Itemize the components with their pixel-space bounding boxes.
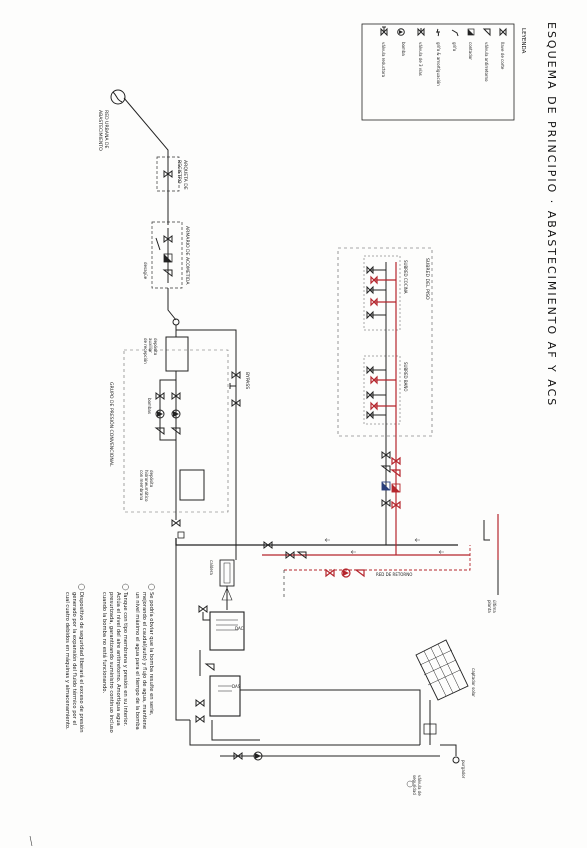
hidroneumatico-label: depósito xyxy=(149,470,154,488)
note-1-line-3: un nivel máximo el agua para el tiempo d… xyxy=(134,592,141,730)
hidroneumatico-label-2: hidroneumático xyxy=(144,470,149,502)
legend-item-bomba: bomba xyxy=(397,28,406,56)
red-retorno-label: RED DE RETORNO xyxy=(376,572,412,577)
distribution-mains xyxy=(175,538,470,746)
arqueta-registro: ARQUETA DE REGISTRO xyxy=(156,156,188,192)
note-2-line-1: Tanque con tipo membrana y presión en su… xyxy=(122,591,129,726)
legend-label: grifo & amortiguación xyxy=(436,42,441,86)
grupo-presion: depósito auxiliar de recepción bombas de… xyxy=(108,330,229,539)
legend-item-valvula-reductora: válvula reductora xyxy=(380,26,388,78)
red-urbana: RED URBANA DE ABASTECIMIENTO xyxy=(97,89,169,225)
das-label: DAS xyxy=(232,684,241,689)
sheet-title: ESQUEMA DE PRINCIPIO · ABASTECIMIENTO AF… xyxy=(545,22,558,407)
legend-item-valvula-antirretorno: válvula antirretorno xyxy=(482,28,491,82)
legend-item-llave-de-corte: llave de corte xyxy=(499,27,507,70)
notes: Se podría obviar que la bomba resulte en… xyxy=(64,583,155,733)
bypass-label: BYPASS xyxy=(244,372,250,389)
armario-label: ARMARIO DE ACOMETIDA xyxy=(184,226,190,285)
caldera-label: caldera xyxy=(209,560,214,575)
red-retorno: RED DE RETORNO xyxy=(283,545,471,600)
deposito-label-2: auxiliar xyxy=(148,338,153,353)
deposito-label-3: de recepción xyxy=(143,338,148,364)
legend-title: LEYENDA xyxy=(520,28,526,54)
hidroneumatico-label-3: con membrana xyxy=(139,470,144,501)
valvula-seguridad-label: válvula de xyxy=(417,775,422,796)
subred-bano-label: SUBRED BAÑO xyxy=(403,362,408,392)
captador-solar-label: captador solar xyxy=(471,668,476,697)
legend-label: válvula antirretorno xyxy=(484,42,489,82)
note-2-line-4: cuando la bomba no está funcionando. xyxy=(101,592,108,693)
bypass: BYPASS xyxy=(229,345,250,560)
dac-label: DAC xyxy=(235,626,244,631)
subred-piso: SUBRED DEL PISO SUBRED COCINA SUBRED BAÑ… xyxy=(337,247,433,555)
note-3-line-3: cual cuatro debidos en máquinas y almace… xyxy=(64,592,71,730)
legend-label: grifo xyxy=(452,42,457,52)
arqueta-label-2: REGISTRO xyxy=(176,160,182,184)
subred-piso-label: SUBRED DEL PISO xyxy=(424,258,430,300)
legend-item-contador: contador xyxy=(467,28,475,60)
desague-label: desagüe xyxy=(143,262,148,280)
armario-acometida: ARMARIO DE ACOMETIDA desagüe xyxy=(143,221,190,289)
ultima-planta-label: última xyxy=(492,600,497,613)
legend-label: bomba xyxy=(401,42,406,56)
red-urbana-label: RED URBANA DE xyxy=(103,110,109,149)
note-3-line-2: generado por la expansión del fluido tér… xyxy=(71,592,78,725)
subred-branches xyxy=(366,265,396,420)
legend-label: llave de corte xyxy=(500,42,505,70)
arqueta-label: ARQUETA DE xyxy=(182,160,188,190)
deposito-label: depósito xyxy=(153,338,158,356)
note-1-line-2: mejorando el caudal(auto) y flujo de agu… xyxy=(141,592,147,729)
legend-label: contador xyxy=(468,42,473,60)
legend-item-grifo: grifo xyxy=(451,29,459,52)
legend-label: válvula de 3 vías xyxy=(418,42,423,76)
legend-item-grifo-amortiguacion: grifo & amortiguación xyxy=(436,28,441,86)
subred-cocina-label: SUBRED COCINA xyxy=(403,260,408,294)
dac-tank: caldera DAC xyxy=(198,559,245,651)
note-1-line-1: Se podría obviar que la bomba resulte en… xyxy=(148,592,155,716)
solar-collector: captador solar purgador válvula de segur… xyxy=(406,639,476,796)
note-3-line-1: Dispositivo de seguridad liberará el exc… xyxy=(78,592,85,733)
note-2-line-2: Actúa el nivel del aire antirretorno. Am… xyxy=(115,592,122,726)
bombas-label: bombas xyxy=(147,398,152,414)
valvula-seguridad-label-2: seguridad xyxy=(412,775,417,795)
grupo-presion-label: GRUPO DE PRESIÓN CONVENCIONAL xyxy=(108,382,115,467)
legend-item-valvula-3-vias: válvula de 3 vías xyxy=(417,27,425,76)
legend: LEYENDA llave de corte válvula antirreto… xyxy=(361,23,526,121)
ultima-planta-label-2: planta xyxy=(487,600,492,613)
note-2-line-3: presurizada, garantizando suministro con… xyxy=(108,592,114,733)
ultima-planta: última planta xyxy=(483,514,499,613)
das-tank: DAS xyxy=(195,650,440,761)
red-urbana-label-2: ABASTECIMIENTO xyxy=(97,110,103,151)
legend-label: válvula reductora xyxy=(381,42,386,78)
purgador-label: purgador xyxy=(461,760,466,779)
